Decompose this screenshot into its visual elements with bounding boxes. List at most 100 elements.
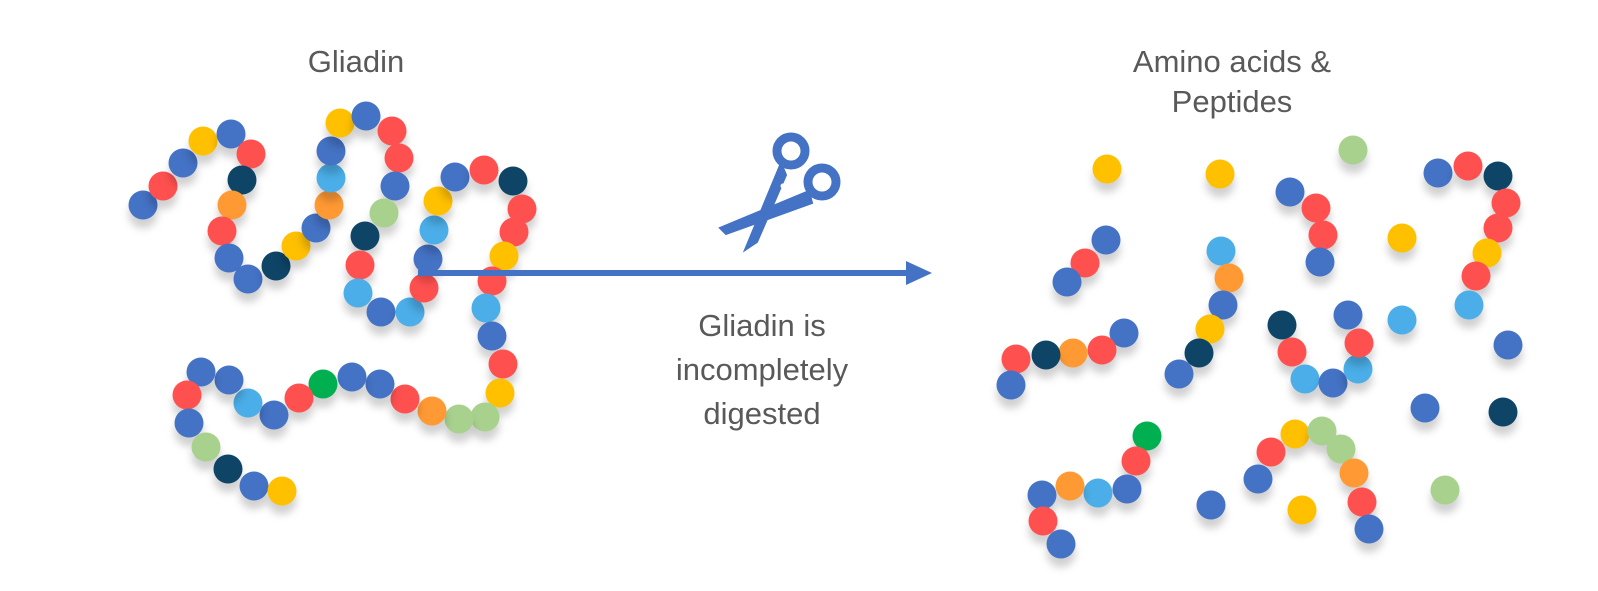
process-label-line2: incompletely [675, 352, 849, 387]
digested-amino-acid-bead [1344, 328, 1374, 358]
gliadin-amino-acid-bead [380, 171, 410, 201]
digested-amino-acid-bead [1206, 236, 1236, 266]
gliadin-amino-acid-bead [444, 404, 474, 434]
gliadin-amino-acid-bead [128, 190, 158, 220]
gliadin-amino-acid-bead [488, 349, 518, 379]
digested-amino-acid-bead [1318, 368, 1348, 398]
digested-amino-acid-bead [1109, 318, 1139, 348]
digested-amino-acid-bead [1461, 261, 1491, 291]
digested-amino-acid-bead [1472, 238, 1502, 268]
digested-amino-acid-bead [1307, 416, 1337, 446]
digested-amino-acid-bead [1196, 490, 1226, 520]
digested-amino-acid-bead [1087, 335, 1117, 365]
digested-amino-acid-bead [1184, 338, 1214, 368]
digested-amino-acid-bead [1387, 223, 1417, 253]
process-label-line1: Gliadin is [698, 308, 826, 343]
gliadin-amino-acid-bead [308, 369, 338, 399]
gliadin-amino-acid-bead [172, 380, 202, 410]
gliadin-amino-acid-bead [316, 136, 346, 166]
gliadin-amino-acid-bead [314, 190, 344, 220]
digested-amino-acid-bead [1483, 213, 1513, 243]
digested-amino-acid-bead [1031, 340, 1061, 370]
gliadin-amino-acid-bead [419, 215, 449, 245]
digested-amino-acid-bead [1256, 437, 1286, 467]
digested-amino-acid-bead [1132, 421, 1162, 451]
digested-amino-acid-bead [1027, 480, 1057, 510]
digested-amino-acid-bead [1092, 154, 1122, 184]
gliadin-amino-acid-bead [351, 101, 381, 131]
digested-amino-acid-bead [1267, 310, 1297, 340]
gliadin-amino-acid-bead [390, 384, 420, 414]
gliadin-amino-acid-bead [325, 108, 355, 138]
gliadin-amino-acid-bead [216, 119, 246, 149]
digested-amino-acid-bead [1305, 247, 1335, 277]
amino-acids-title-line1: Amino acids & [1132, 44, 1332, 79]
gliadin-amino-acid-bead [345, 250, 375, 280]
gliadin-amino-acid-bead [214, 243, 244, 273]
digested-amino-acid-bead [1488, 397, 1518, 427]
digested-amino-acid-bead [1205, 159, 1235, 189]
digested-amino-acid-bead [1052, 267, 1082, 297]
gliadin-amino-acid-bead [188, 126, 218, 156]
digested-amino-acid-bead [1343, 354, 1373, 384]
digested-amino-acid-bead [1001, 344, 1031, 374]
digested-amino-acid-bead [1338, 135, 1368, 165]
digested-amino-acid-bead [1070, 248, 1100, 278]
process-label: Gliadin is incompletely digested [612, 304, 912, 436]
digested-amino-acid-bead [1208, 290, 1238, 320]
gliadin-amino-acid-bead [350, 221, 380, 251]
digested-amino-acid-bead [1347, 487, 1377, 517]
digested-amino-acid-bead [1430, 475, 1460, 505]
digested-amino-acid-bead [1243, 464, 1273, 494]
gliadin-amino-acid-bead [489, 241, 519, 271]
gliadin-amino-acid-bead [207, 216, 237, 246]
digested-amino-acid-bead [1453, 151, 1483, 181]
gliadin-amino-acid-bead [470, 402, 500, 432]
digested-amino-acid-bead [996, 370, 1026, 400]
gliadin-amino-acid-bead [284, 383, 314, 413]
gliadin-amino-acid-bead [477, 321, 507, 351]
gliadin-amino-acid-bead [186, 357, 216, 387]
gliadin-amino-acid-bead [316, 163, 346, 193]
digested-amino-acid-bead [1339, 458, 1369, 488]
digested-amino-acid-bead [1308, 220, 1338, 250]
gliadin-amino-acid-bead [214, 365, 244, 395]
gliadin-amino-acid-bead [259, 400, 289, 430]
digested-amino-acid-bead [1493, 330, 1523, 360]
gliadin-title: Gliadin [307, 44, 405, 79]
gliadin-amino-acid-bead [377, 116, 407, 146]
gliadin-amino-acid-bead [191, 432, 221, 462]
gliadin-amino-acid-bead [507, 194, 537, 224]
digested-amino-acid-bead [1046, 529, 1076, 559]
digested-amino-acid-bead [1483, 161, 1513, 191]
gliadin-amino-acid-bead [440, 162, 470, 192]
gliadin-amino-acid-bead [213, 454, 243, 484]
gliadin-amino-acid-bead [343, 278, 373, 308]
digested-amino-acid-bead [1058, 338, 1088, 368]
arrow [418, 261, 932, 285]
digested-amino-acid-bead [1326, 434, 1356, 464]
digested-amino-acid-bead [1491, 188, 1521, 218]
digested-amino-acid-bead [1214, 263, 1244, 293]
digested-amino-acid-bead [1028, 506, 1058, 536]
digested-amino-acid-bead [1083, 478, 1113, 508]
gliadin-amino-acid-bead [239, 471, 269, 501]
process-label-line3: digested [703, 396, 821, 431]
gliadin-amino-acid-bead [365, 369, 395, 399]
gliadin-amino-acid-bead [233, 388, 263, 418]
gliadin-amino-acid-bead [471, 293, 501, 323]
digested-amino-acid-bead [1055, 471, 1085, 501]
gliadin-amino-acid-bead [233, 264, 263, 294]
amino-acids-title: Amino acids & Peptides [1082, 42, 1382, 122]
gliadin-amino-acid-bead [395, 297, 425, 327]
digested-amino-acid-bead [1280, 419, 1310, 449]
digested-amino-acid-bead [1333, 300, 1363, 330]
scissors-icon [718, 132, 841, 253]
gliadin-amino-acid-bead [423, 186, 453, 216]
gliadin-amino-acid-bead [227, 165, 257, 195]
digested-amino-acid-bead [1277, 337, 1307, 367]
gliadin-amino-acid-bead [301, 213, 331, 243]
gliadin-amino-acid-bead [267, 476, 297, 506]
digested-amino-acid-bead [1290, 364, 1320, 394]
